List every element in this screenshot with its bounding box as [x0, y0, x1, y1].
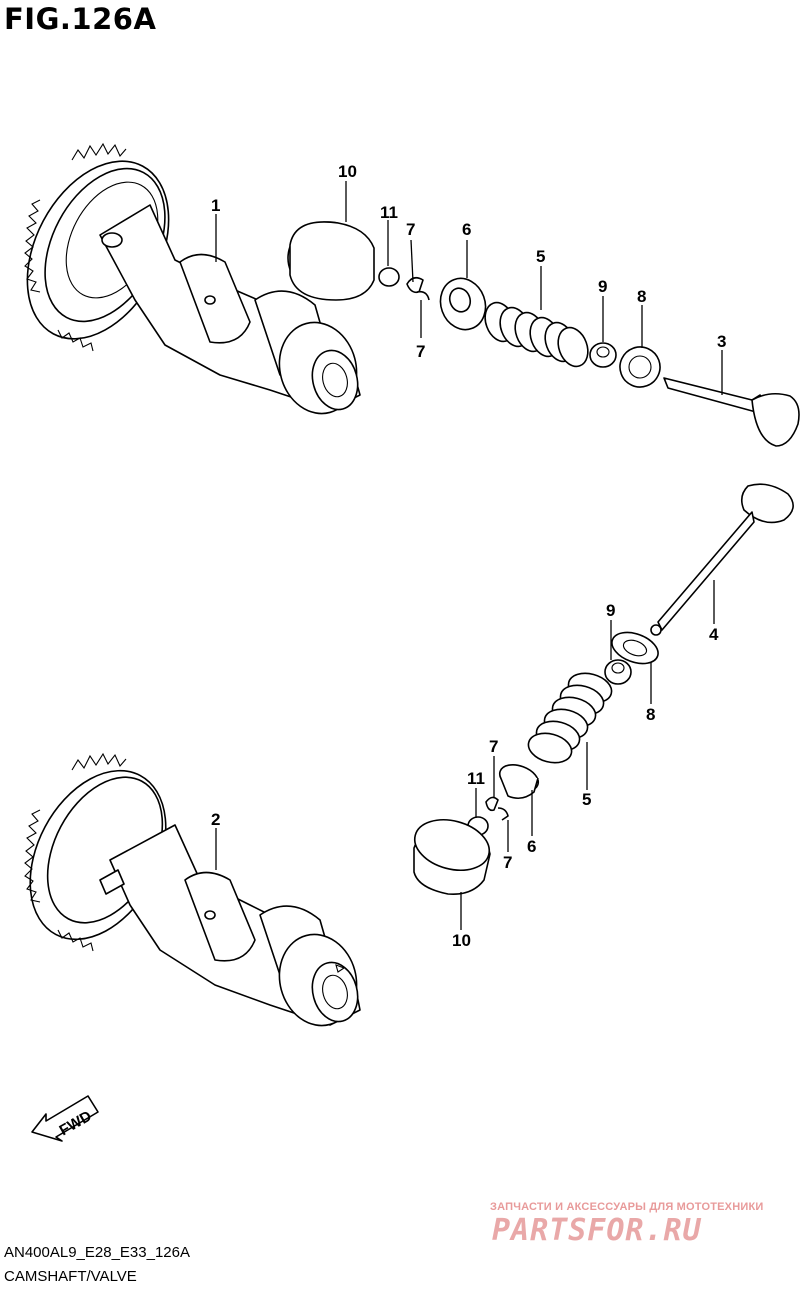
cotter-top[interactable] [406, 276, 430, 301]
camshaft-intake[interactable] [0, 137, 367, 422]
callout-6-bottom: 6 [527, 837, 536, 856]
tappet-top[interactable] [287, 221, 375, 301]
callout-6-top: 6 [462, 220, 471, 239]
spring-seat-bottom[interactable] [608, 627, 663, 670]
valve-spring-bottom[interactable] [525, 669, 615, 767]
callout-1: 1 [211, 196, 220, 215]
callout-8-top: 8 [637, 287, 646, 306]
callout-10-bottom: 10 [452, 931, 471, 950]
exhaust-valve[interactable] [650, 483, 794, 636]
callout-8-bottom: 8 [646, 705, 655, 724]
callout-labels: 10 11 7 7 6 5 9 8 3 1 4 9 8 5 7 11 6 7 1… [211, 162, 726, 950]
leader-lines [215, 181, 723, 930]
camshaft-exhaust[interactable] [3, 747, 367, 1034]
callout-4: 4 [709, 625, 719, 644]
callout-7-bottom-a: 7 [489, 737, 498, 756]
watermark-brand: PARTSFOR.RU [492, 1213, 702, 1248]
diagram-name: CAMSHAFT/VALVE [4, 1268, 137, 1285]
intake-valve[interactable] [663, 377, 800, 447]
tappet-bottom[interactable] [409, 812, 495, 896]
callout-5-bottom: 5 [582, 790, 591, 809]
spring-retainer-bottom[interactable] [496, 760, 542, 800]
callout-7-top-a: 7 [406, 220, 415, 239]
callout-9-top: 9 [598, 277, 607, 296]
callout-7-bottom-b: 7 [503, 853, 512, 872]
figure-title: FIG.126A [4, 2, 157, 36]
callout-2: 2 [211, 810, 220, 829]
diagram-code: AN400AL9_E28_E33_126A [4, 1244, 190, 1261]
callout-10-top: 10 [338, 162, 357, 181]
callout-5-top: 5 [536, 247, 545, 266]
spring-retainer-top[interactable] [433, 272, 492, 336]
spring-seat-top[interactable] [614, 341, 665, 392]
callout-11-bottom: 11 [467, 769, 485, 788]
callout-7-top-b: 7 [416, 342, 425, 361]
valve-spring-top[interactable] [480, 298, 593, 370]
watermark-tagline: ЗАПЧАСТИ И АКСЕССУАРЫ ДЛЯ МОТОТЕХНИКИ [490, 1201, 764, 1213]
shim-top[interactable] [378, 267, 400, 287]
callout-11-top: 11 [380, 203, 398, 222]
valve-stem-seal-top[interactable] [589, 342, 617, 368]
callout-3: 3 [717, 332, 726, 351]
fwd-arrow-icon: FWD [31, 1095, 99, 1142]
callout-9-bottom: 9 [606, 601, 615, 620]
cotter-bottom[interactable] [485, 796, 509, 821]
valve-stem-seal-bottom[interactable] [604, 659, 632, 685]
